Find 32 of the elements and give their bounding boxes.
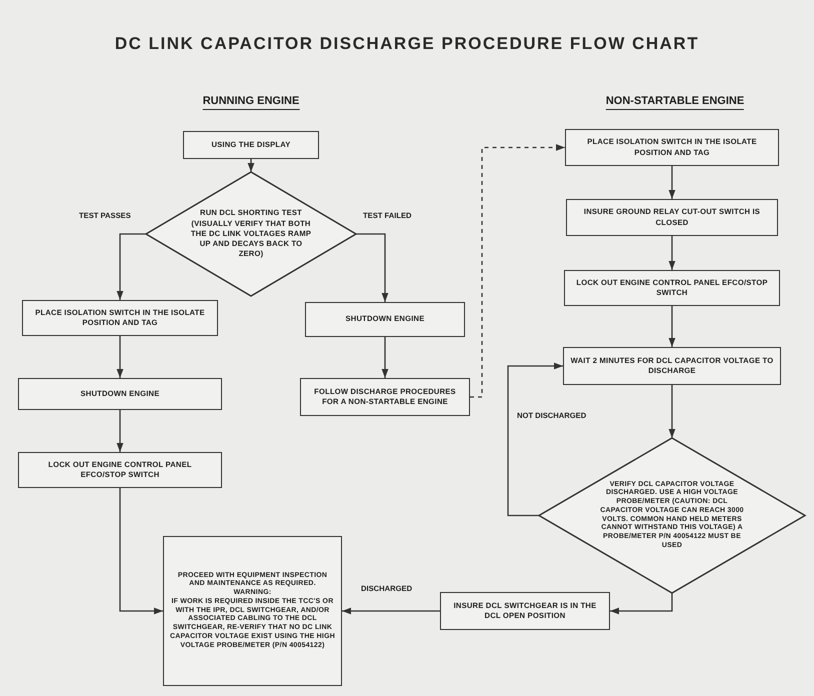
section-heading: RUNNING ENGINE [202, 95, 300, 110]
process-box [564, 270, 780, 306]
arrow [382, 337, 388, 378]
process-box [565, 129, 779, 166]
process-box [566, 199, 778, 236]
arrow [668, 166, 676, 199]
chart-title: DC LINK CAPACITOR DISCHARGE PROCEDURE FLOW CHART [114, 34, 700, 54]
arrow [116, 336, 124, 378]
process-box [563, 347, 781, 385]
decision-diamond [146, 172, 356, 296]
process-box [300, 378, 470, 416]
arrow [119, 488, 163, 614]
arrow [248, 159, 254, 172]
process-box [18, 452, 222, 488]
arrow [668, 385, 676, 438]
process-box [440, 592, 610, 630]
process-box [22, 300, 218, 336]
arrow [668, 306, 676, 347]
dashed-arrow [470, 144, 565, 398]
arrow [116, 410, 124, 452]
arrow [610, 593, 673, 614]
arrow [356, 233, 388, 302]
process-box [18, 378, 222, 410]
arrow [116, 233, 146, 300]
process-box [305, 302, 465, 337]
arrow [668, 236, 676, 270]
arrow [342, 608, 440, 614]
process-box [163, 536, 342, 686]
decision-diamond [539, 438, 805, 593]
arrow [507, 362, 563, 516]
process-box [183, 131, 319, 159]
section-heading: NON-STARTABLE ENGINE [606, 95, 744, 110]
